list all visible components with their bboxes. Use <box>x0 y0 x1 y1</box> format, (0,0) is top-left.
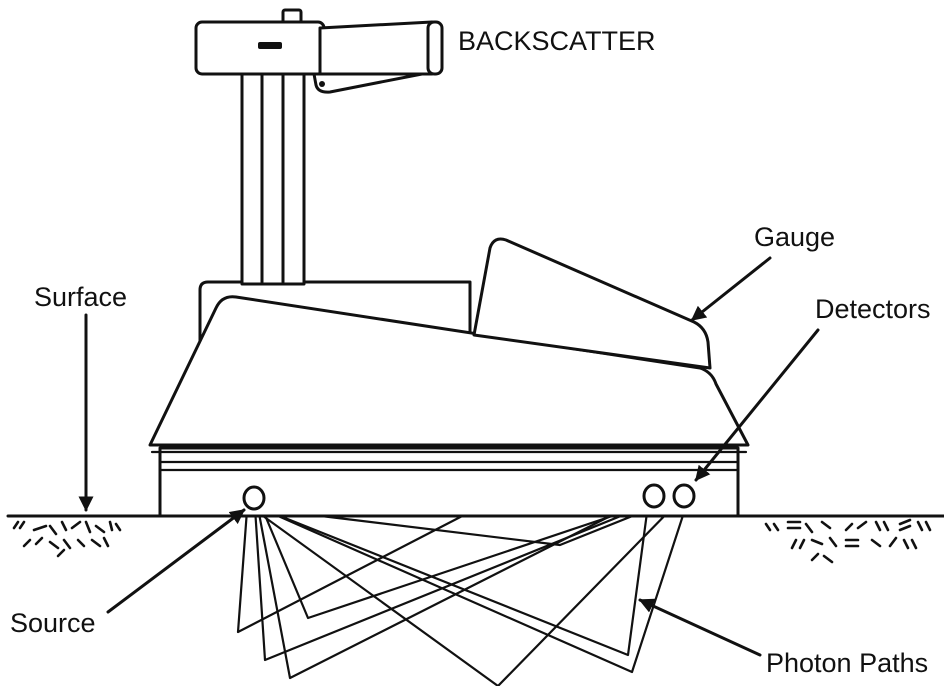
photon-paths <box>236 498 690 688</box>
surface-label: Surface <box>34 282 127 312</box>
handle-end-cap <box>426 20 444 76</box>
soil-hatching-right <box>764 518 932 564</box>
handle-slot <box>258 42 282 49</box>
photon-path-6 <box>258 498 690 674</box>
soil-hatching-left <box>12 520 122 558</box>
source-label: Source <box>10 608 96 638</box>
gauge-handle <box>194 8 444 94</box>
photon-paths-arrow <box>638 598 762 657</box>
gauge-arrow <box>690 256 772 322</box>
detector-2 <box>672 483 696 509</box>
photon-paths-label: Photon Paths <box>766 648 928 678</box>
gauge-label: Gauge <box>754 222 835 252</box>
handle-rod <box>240 70 306 286</box>
photon-path-7 <box>263 503 650 657</box>
title-label: BACKSCATTER <box>458 26 656 56</box>
detectors-arrow <box>694 328 820 482</box>
gauge-display-panel <box>472 237 712 370</box>
photon-path-2 <box>253 503 650 662</box>
photon-path-4 <box>250 498 682 688</box>
source-element <box>242 485 266 511</box>
photon-path-8 <box>253 503 662 547</box>
photon-path-3 <box>256 498 644 680</box>
photon-path-1 <box>236 508 472 634</box>
source-arrow <box>106 508 246 614</box>
detector-1 <box>642 483 666 509</box>
photon-path-5 <box>260 502 650 620</box>
detectors-label: Detectors <box>815 294 931 324</box>
